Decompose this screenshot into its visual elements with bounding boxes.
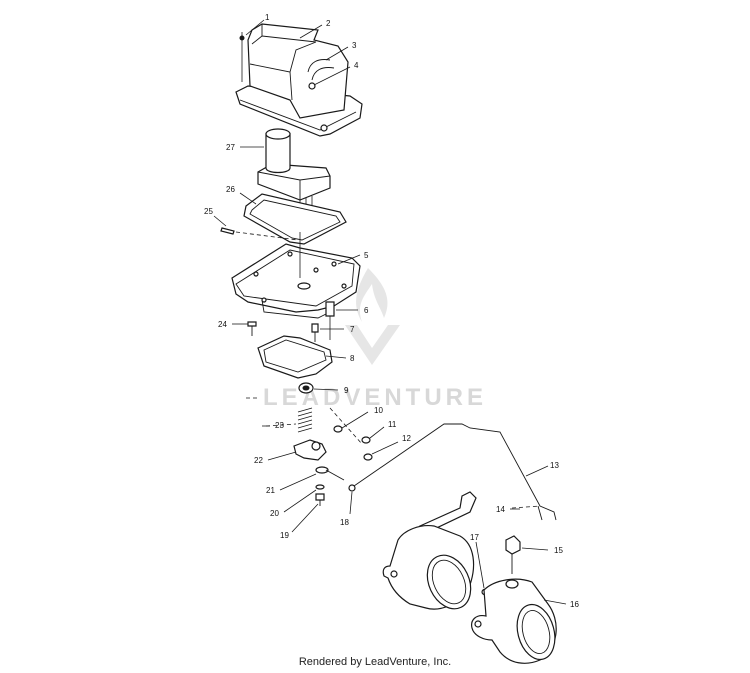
callout-17: 17 [470, 533, 479, 542]
callout-12: 12 [402, 434, 411, 443]
callout-8: 8 [350, 354, 355, 363]
callout-21: 21 [266, 486, 275, 495]
inlet-needle: 7 [311, 323, 355, 342]
callout-2: 2 [326, 19, 331, 28]
control-lever: 22 21 20 19 [254, 439, 345, 540]
float-assembly: 27 [226, 128, 331, 232]
callout-18: 18 [340, 518, 349, 527]
top-cover-assembly [235, 23, 363, 137]
callout-22: 22 [254, 456, 263, 465]
callout-4: 4 [354, 61, 359, 70]
callout-13: 13 [550, 461, 559, 470]
callout-16: 16 [570, 600, 579, 609]
callouts-top: 1 2 3 4 [245, 13, 359, 86]
callout-26: 26 [226, 185, 235, 194]
screw-24: 24 [218, 320, 257, 336]
callout-24: 24 [218, 320, 227, 329]
callout-7: 7 [350, 325, 355, 334]
spring-seat: 9 [298, 382, 349, 395]
callout-14: 14 [496, 505, 505, 514]
callout-20: 20 [270, 509, 279, 518]
callout-11: 11 [388, 420, 397, 429]
callout-10: 10 [374, 406, 383, 415]
callout-27: 27 [226, 143, 235, 152]
throttle-linkage: 10 11 12 18 13 [329, 406, 559, 527]
callout-3: 3 [352, 41, 357, 50]
callout-6: 6 [364, 306, 369, 315]
callout-23: 23 [275, 421, 284, 430]
diaphragm-gasket: 8 [257, 335, 355, 379]
callout-5: 5 [364, 251, 369, 260]
gasket-and-pin: 26 25 [204, 185, 347, 245]
spring: 23 [246, 397, 313, 433]
throttle-housings: 16 [382, 491, 579, 664]
carburetor-body: 5 6 [231, 232, 369, 340]
callout-9: 9 [344, 386, 349, 395]
callout-1: 1 [265, 13, 270, 22]
callout-19: 19 [280, 531, 289, 540]
callout-15: 15 [554, 546, 563, 555]
leadventure-watermark: LEADVENTURE [263, 268, 483, 411]
callout-25: 25 [204, 207, 213, 216]
footer-credit: Rendered by LeadVenture, Inc. [298, 656, 452, 668]
